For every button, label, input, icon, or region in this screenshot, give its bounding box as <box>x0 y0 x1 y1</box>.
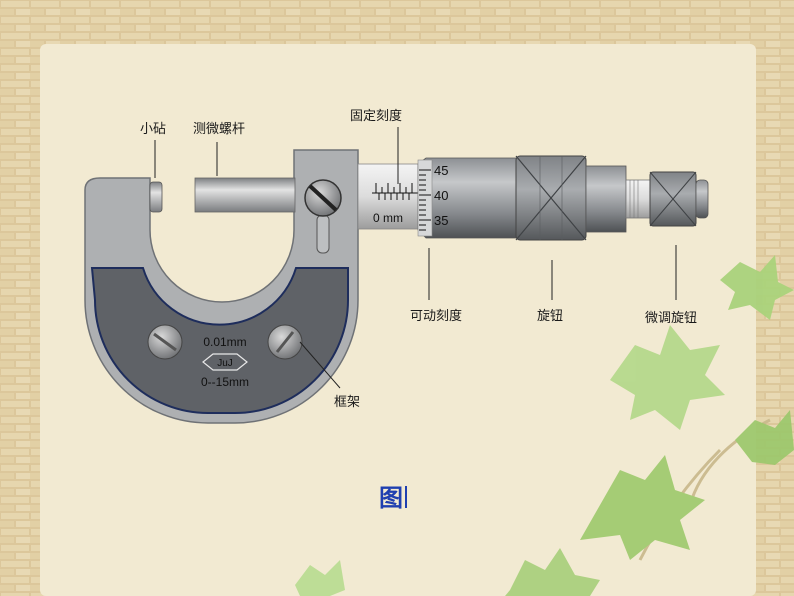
sleeve <box>357 163 421 230</box>
label-fine-knob: 微调旋钮 <box>645 311 697 326</box>
spindle <box>194 177 296 213</box>
frame-precision-text: 0.01mm <box>203 335 246 349</box>
label-anvil: 小砧 <box>140 122 166 137</box>
lock-nut <box>304 179 342 254</box>
anvil-face <box>149 181 163 213</box>
ivy-leaves-decoration <box>295 255 794 596</box>
knob-body <box>585 165 627 233</box>
frame-screw-left <box>147 324 183 360</box>
label-fixed-scale: 固定刻度 <box>350 108 402 124</box>
thimble-tick-40: 40 <box>434 188 448 203</box>
fine-adjust-knob <box>649 171 709 227</box>
frame-logo-text: JuJ <box>217 358 233 369</box>
fixed-scale-ticks <box>372 183 420 200</box>
figure-caption: 图 <box>379 483 403 512</box>
thimble-scale-band <box>417 159 433 237</box>
frame-range-text: 0--15mm <box>201 375 249 389</box>
frame-logo: JuJ <box>202 353 248 371</box>
label-knob: 旋钮 <box>537 309 563 324</box>
fixed-scale-zero-text: 0 mm <box>373 211 403 225</box>
thimble-tick-35: 35 <box>434 213 448 228</box>
thimble-scale-ticks <box>419 169 431 231</box>
frame-screw-right <box>267 324 303 360</box>
thimble-tick-45: 45 <box>434 163 448 178</box>
label-spindle: 测微螺杆 <box>193 122 245 137</box>
knurled-knob <box>515 155 587 241</box>
leader-lines <box>154 127 677 389</box>
label-movable-scale: 可动刻度 <box>410 308 462 324</box>
label-frame: 框架 <box>334 395 360 410</box>
